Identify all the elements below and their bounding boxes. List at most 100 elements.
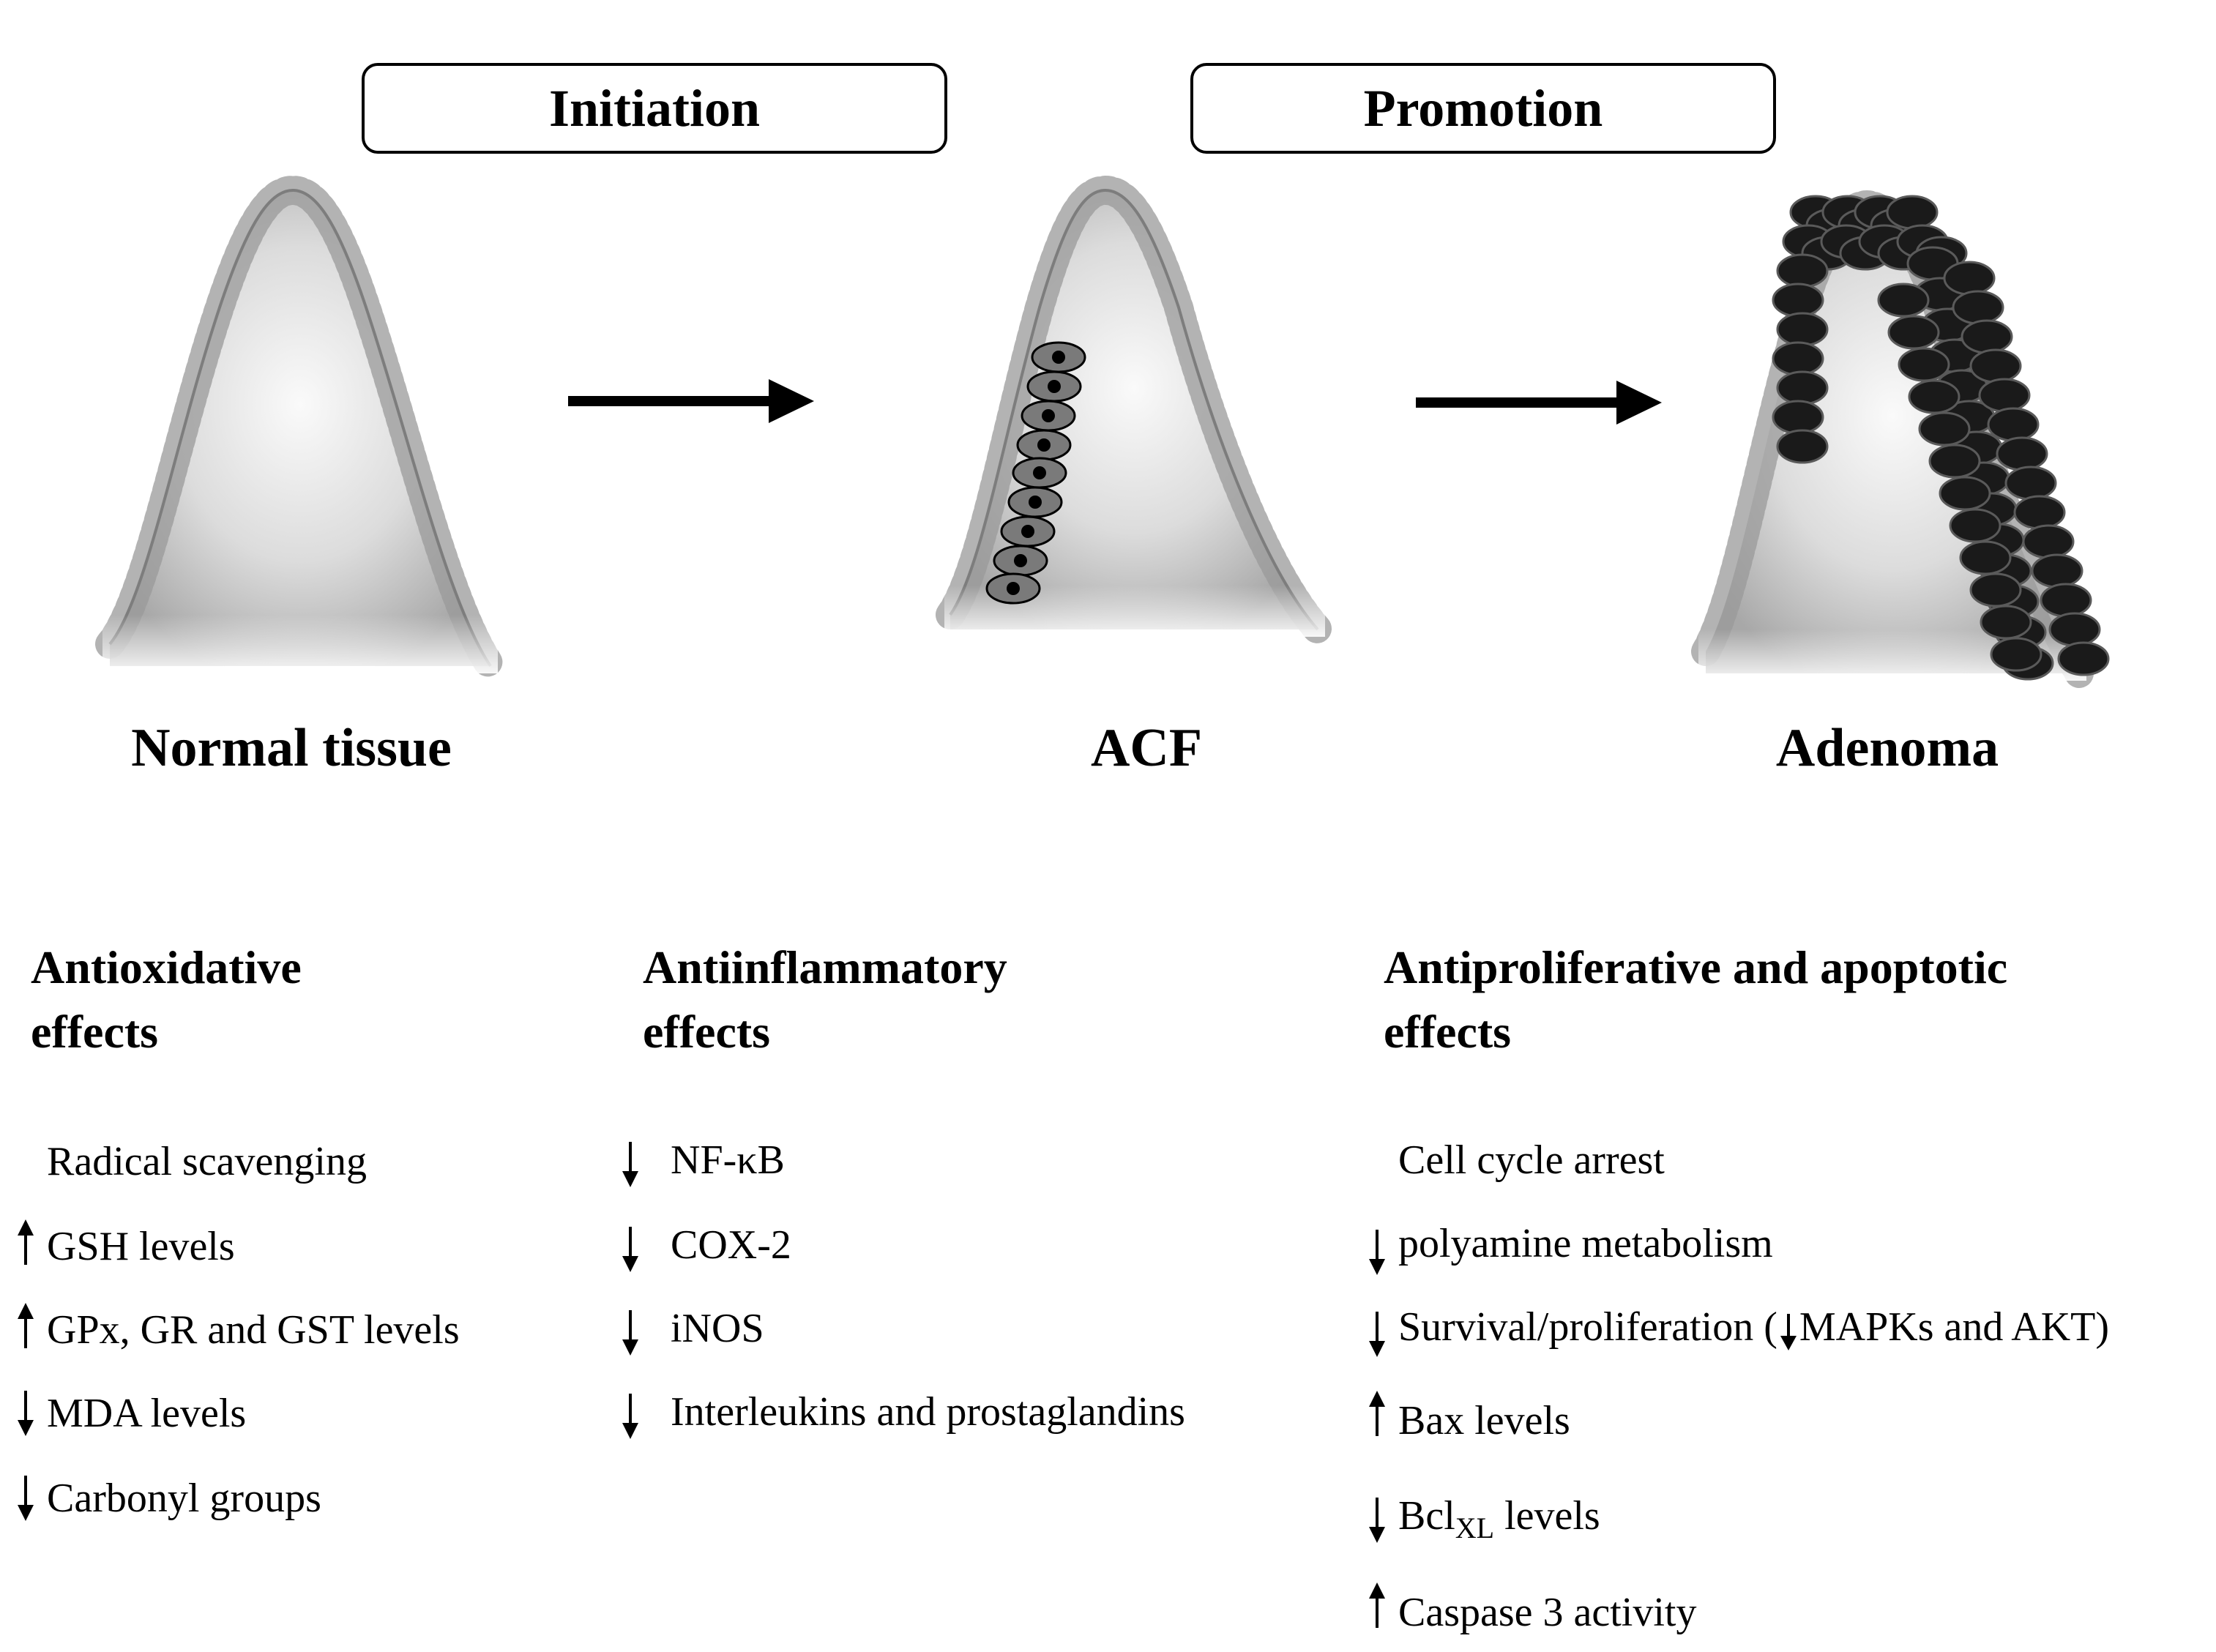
down-arrow-icon (1366, 1230, 1388, 1275)
tumor-cell-icon (1776, 429, 1829, 464)
normal-tissue-villus (95, 175, 505, 681)
adenoma-villus (1691, 190, 2110, 688)
heading-antiproliferative-line2: effects (1384, 1006, 1512, 1058)
tumor-cell-icon (1887, 315, 1940, 350)
down-arrow-icon (619, 1310, 641, 1356)
tumor-cell-icon (1772, 341, 1824, 376)
heading-antioxidative: Antioxidative effects (31, 935, 302, 1064)
stage-box-initiation: Initiation (362, 63, 947, 154)
tumor-cell-icon (2031, 553, 2083, 588)
nucleus-icon (1052, 351, 1065, 364)
effect-item: Radical scavenging (47, 1136, 367, 1187)
effect-text: Bax levels (1398, 1398, 1570, 1443)
down-arrow-icon (1777, 1314, 1799, 1350)
tumor-cell-icon (2004, 466, 2057, 501)
effect-text: Caspase 3 activity (1398, 1590, 1697, 1635)
tumor-cell-icon (1969, 348, 2022, 384)
adenoma-cells (1772, 195, 2110, 681)
down-arrow-icon (619, 1227, 641, 1272)
effect-item: COX-2 (671, 1219, 791, 1271)
heading-antiinflammatory-line1: Antiinflammatory (643, 941, 1007, 993)
heading-antiproliferative-line1: Antiproliferative and apoptotic (1384, 941, 2008, 993)
effect-item: BclXL levels (1398, 1490, 1600, 1554)
tumor-cell-icon (1772, 400, 1824, 435)
tumor-cell-icon (1908, 379, 1961, 414)
effect-text: Cell cycle arrest (1398, 1137, 1665, 1183)
effect-text-after: MAPKs and AKT) (1799, 1304, 2109, 1350)
nucleus-icon (1048, 380, 1061, 393)
down-arrow-icon (1366, 1498, 1388, 1543)
tumor-cell-icon (1877, 283, 1930, 318)
effect-text: Interleukins and prostaglandins (671, 1389, 1185, 1435)
tumor-cell-icon (1978, 378, 2031, 413)
up-arrow-icon (15, 1303, 37, 1348)
effect-item: MDA levels (47, 1388, 246, 1439)
tumor-cell-icon (2013, 495, 2066, 530)
heading-antioxidative-line1: Antioxidative (31, 941, 302, 993)
tumor-cell-icon (1996, 436, 2048, 471)
stage-box-promotion: Promotion (1190, 63, 1776, 154)
effect-text: NF-κB (671, 1137, 785, 1183)
effect-text: GPx, GR and GST levels (47, 1307, 460, 1353)
tumor-cell-icon (1776, 312, 1829, 347)
tumor-cell-icon (1776, 253, 1829, 288)
effect-text: MDA levels (47, 1391, 247, 1436)
effect-text-subscript: XL (1455, 1511, 1495, 1544)
stage-label-promotion: Promotion (1363, 78, 1603, 138)
tumor-cell-icon (1969, 572, 2022, 608)
tumor-cell-icon (1886, 195, 1939, 230)
effect-item: Survival/proliferation (MAPKs and AKT) (1398, 1301, 2109, 1353)
down-arrow-icon (619, 1394, 641, 1439)
heading-antiinflammatory: Antiinflammatory effects (643, 935, 1007, 1064)
effect-text: COX-2 (671, 1222, 791, 1268)
effect-text-main: Bcl (1398, 1493, 1455, 1539)
effect-item: Interleukins and prostaglandins (671, 1386, 1185, 1438)
tumor-cell-icon (2040, 583, 2092, 618)
tumor-cell-icon (1952, 290, 2004, 325)
down-arrow-icon (15, 1391, 37, 1436)
effect-item: polyamine metabolism (1398, 1218, 1773, 1269)
heading-antioxidative-line2: effects (31, 1006, 159, 1058)
nucleus-icon (1014, 554, 1027, 567)
tumor-cell-icon (1949, 508, 2002, 543)
effect-item: Bax levels (1398, 1395, 1570, 1446)
tumor-cell-icon (2048, 612, 2101, 647)
effect-item: GSH levels (47, 1221, 235, 1272)
tissue-label-adenoma: Adenoma (1775, 718, 1999, 778)
up-arrow-icon (15, 1219, 37, 1265)
nucleus-icon (1029, 496, 1042, 509)
tumor-cell-icon (1961, 319, 2013, 354)
tumor-cell-icon (1980, 605, 2032, 640)
effect-item: GPx, GR and GST levels (47, 1304, 460, 1356)
down-arrow-icon (1366, 1312, 1388, 1357)
effect-text: Radical scavenging (47, 1139, 367, 1184)
tissue-label-normal: Normal tissue (131, 718, 452, 778)
tumor-cell-icon (1943, 261, 1996, 296)
promotion-arrow-icon (1416, 381, 1662, 425)
effect-item: Caspase 3 activity (1398, 1587, 1696, 1638)
nucleus-icon (1042, 409, 1055, 422)
effect-text-after: levels (1494, 1493, 1600, 1539)
nucleus-icon (1033, 466, 1046, 479)
tissue-label-acf: ACF (1090, 718, 1203, 778)
heading-antiinflammatory-line2: effects (643, 1006, 771, 1058)
down-arrow-icon (619, 1142, 641, 1187)
effect-text: polyamine metabolism (1398, 1221, 1773, 1266)
tumor-cell-icon (2057, 641, 2110, 676)
effect-item: NF-κB (671, 1135, 785, 1186)
tumor-cell-icon (1928, 444, 1981, 479)
tumor-cell-icon (2022, 524, 2075, 559)
stage-label-initiation: Initiation (548, 78, 761, 138)
effect-item: Carbonyl groups (47, 1473, 321, 1524)
tumor-cell-icon (1959, 540, 2012, 575)
effect-text: Carbonyl groups (47, 1476, 321, 1521)
nucleus-icon (1037, 438, 1051, 452)
effect-item: Cell cycle arrest (1398, 1135, 1665, 1186)
tumor-cell-icon (1898, 347, 1950, 382)
effect-text: GSH levels (47, 1224, 235, 1269)
tumor-cell-icon (1776, 370, 1829, 405)
initiation-arrow-icon (568, 379, 814, 423)
tumor-cell-icon (1987, 407, 2040, 442)
acf-villus (936, 175, 1332, 644)
